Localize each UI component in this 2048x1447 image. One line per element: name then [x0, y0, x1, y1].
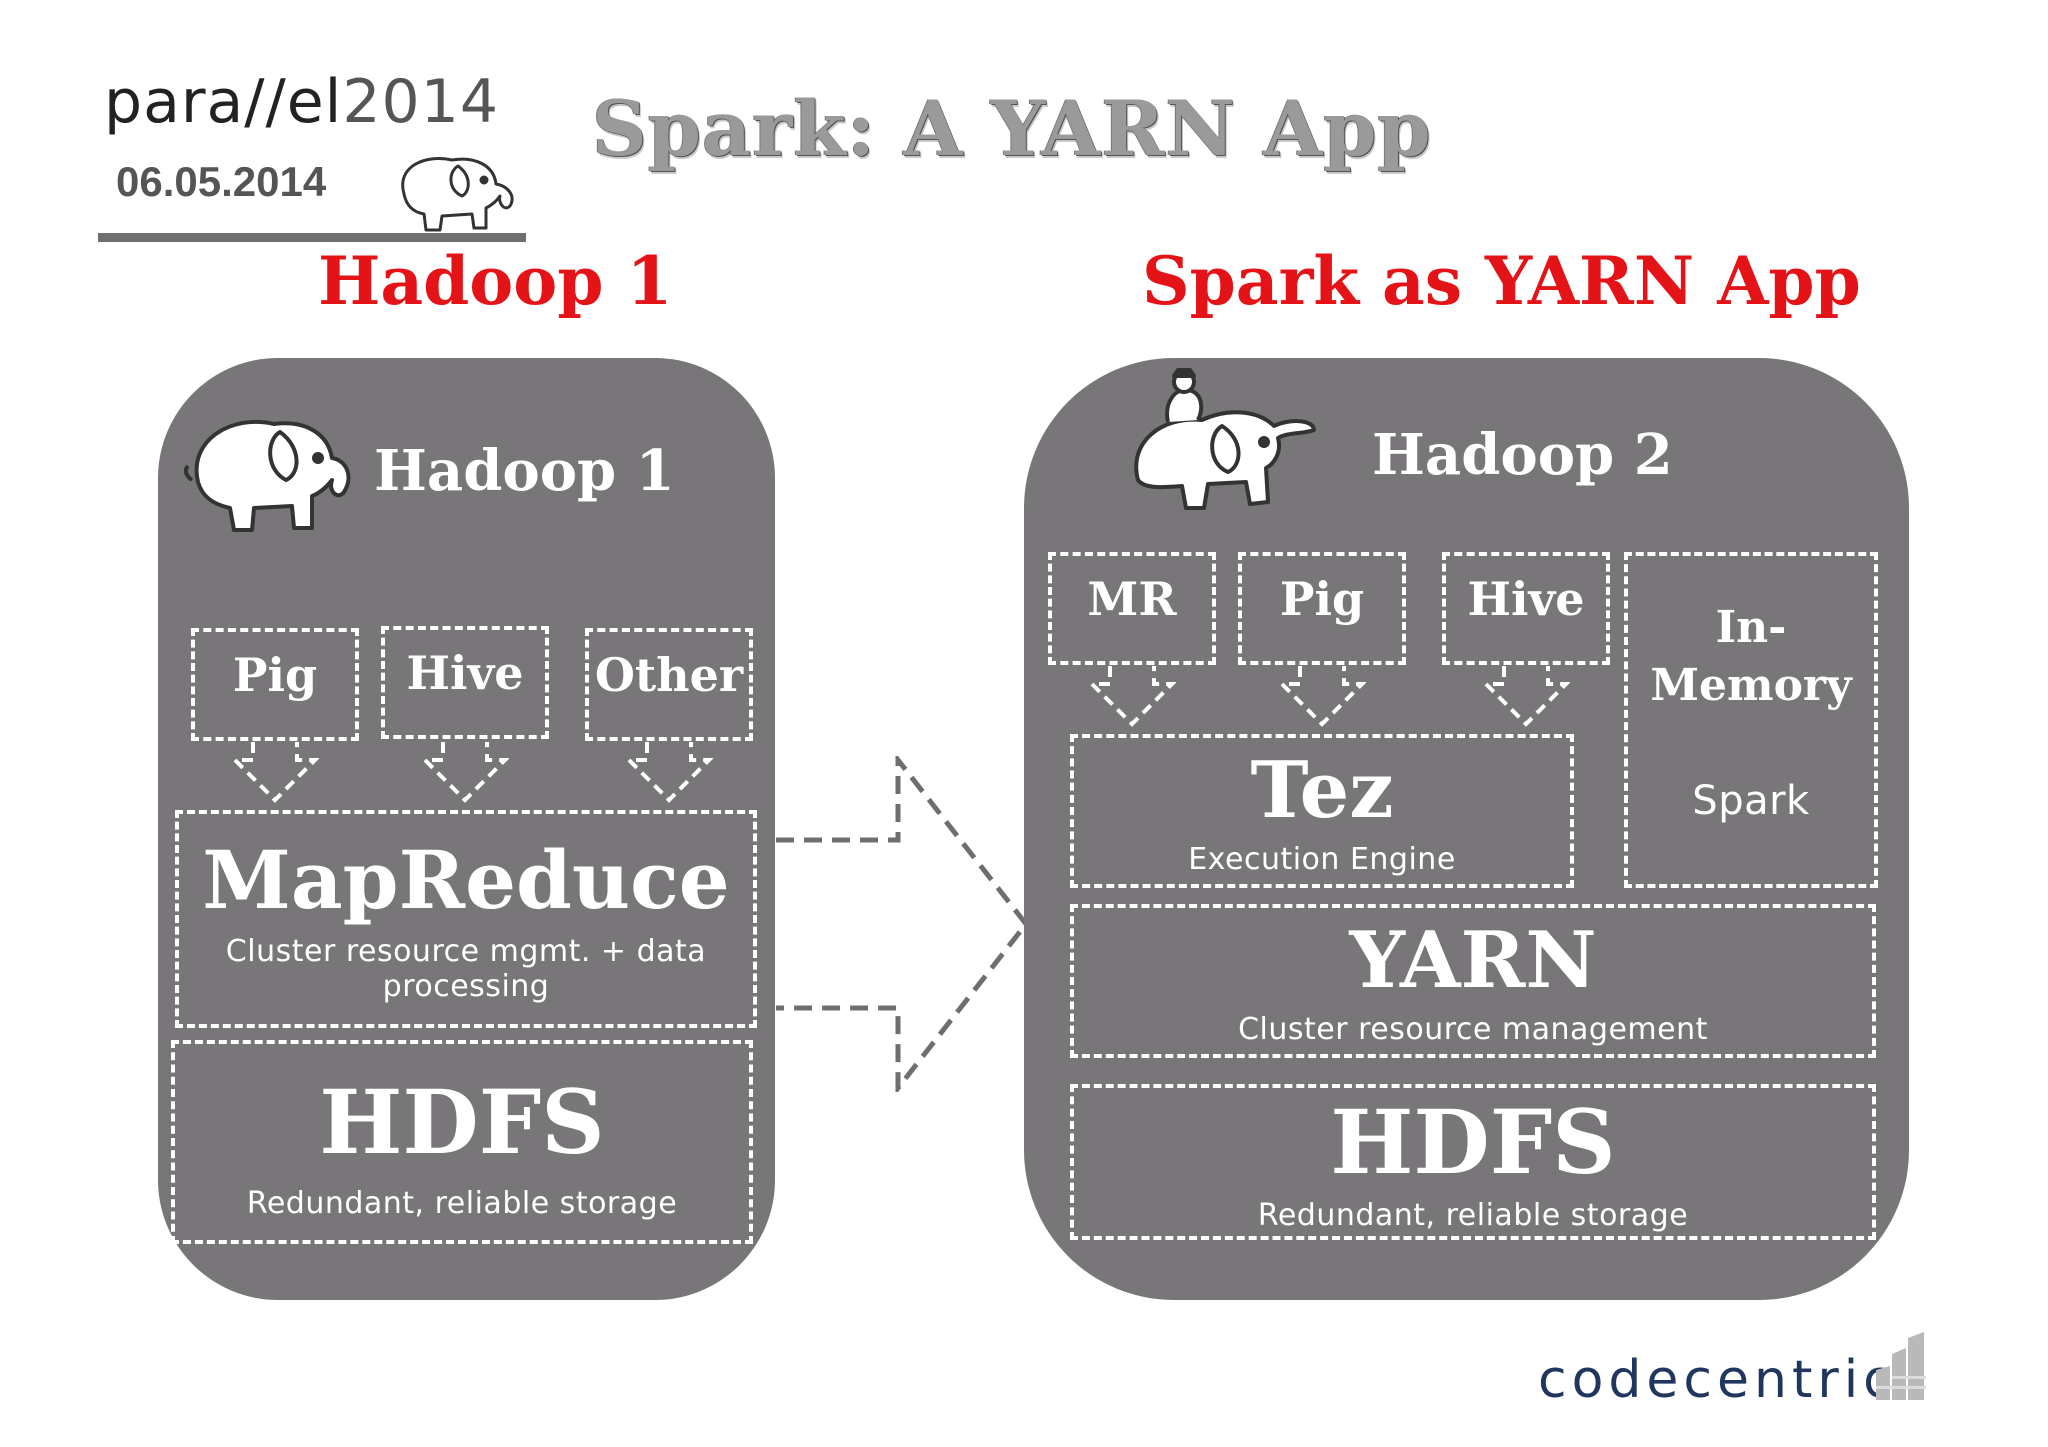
- codecentric-wordmark: codecentric: [1538, 1350, 1897, 1410]
- tez-subtitle: Execution Engine: [1188, 842, 1456, 877]
- mapreduce-title: MapReduce: [202, 833, 730, 927]
- hdfs-subtitle: Redundant, reliable storage: [1257, 1198, 1689, 1233]
- conference-name: para//el2014: [104, 72, 499, 132]
- tool-box-hive: Hive: [381, 626, 549, 739]
- yarn-box: YARN Cluster resource management: [1070, 904, 1876, 1058]
- mapreduce-subtitle: Cluster resource mgmt. + data: [225, 934, 707, 969]
- tez-title: Tez: [1250, 745, 1394, 836]
- down-arrow-icon: [1482, 666, 1570, 727]
- tool-label: Hive: [406, 646, 524, 700]
- yarn-title: YARN: [1349, 915, 1597, 1006]
- hadoop2-elephant-rider-icon: [1134, 368, 1316, 510]
- tool-label: MR: [1087, 572, 1177, 626]
- slide-title: Spark: A YARN App: [592, 84, 1432, 173]
- conference-year: 2014: [342, 67, 500, 137]
- inmemory-line2: Memory: [1650, 660, 1852, 711]
- transition-arrow-icon: [776, 756, 1028, 1092]
- tool-box-pig: Pig: [191, 628, 359, 741]
- tool-box-other: Other: [585, 628, 753, 741]
- tool-box-pig: Pig: [1238, 552, 1406, 665]
- hadoop1-panel: [158, 358, 775, 1300]
- inmemory-box: In- Memory Spark: [1624, 552, 1878, 888]
- hdfs-subtitle: Redundant, reliable storage: [246, 1186, 678, 1221]
- down-arrow-icon: [625, 742, 713, 803]
- tool-label: Other: [594, 648, 744, 702]
- hadoop1-panel-title: Hadoop 1: [374, 438, 675, 504]
- hdfs-box-right: HDFS Redundant, reliable storage: [1070, 1084, 1876, 1240]
- down-arrow-icon: [231, 742, 319, 803]
- conference-date: 06.05.2014: [116, 158, 327, 205]
- section-title-spark: Spark as YARN App: [1142, 242, 1861, 320]
- hadoop-elephant-icon: [183, 419, 351, 532]
- hadoop2-panel-title: Hadoop 2: [1372, 422, 1673, 488]
- tez-box: Tez Execution Engine: [1070, 734, 1574, 888]
- hadoop2-panel: [1024, 358, 1909, 1300]
- tool-label: Pig: [232, 648, 318, 702]
- mapreduce-box: MapReduce Cluster resource mgmt. + data …: [175, 810, 757, 1028]
- mapreduce-subtitle-line2: processing: [382, 969, 550, 1004]
- yarn-subtitle: Cluster resource management: [1238, 1012, 1708, 1047]
- hdfs-title: HDFS: [1330, 1090, 1616, 1194]
- tool-label: Hive: [1467, 572, 1585, 626]
- inmemory-sub: Spark: [1692, 778, 1810, 824]
- tool-box-hive: Hive: [1442, 552, 1610, 665]
- inmemory-line1: In-: [1715, 602, 1787, 653]
- section-title-hadoop1: Hadoop 1: [318, 242, 673, 320]
- tool-box-mr: MR: [1048, 552, 1216, 665]
- hdfs-title: HDFS: [319, 1070, 605, 1174]
- down-arrow-icon: [421, 742, 509, 803]
- down-arrow-icon: [1278, 666, 1366, 727]
- codecentric-logo-icon: [1876, 1332, 1926, 1400]
- down-arrow-icon: [1088, 666, 1176, 727]
- tool-label: Pig: [1279, 572, 1365, 626]
- conference-label: para//el: [104, 67, 343, 137]
- hadoop-elephant-icon: [401, 157, 514, 232]
- header-divider: [98, 233, 526, 242]
- hdfs-box-left: HDFS Redundant, reliable storage: [171, 1040, 753, 1244]
